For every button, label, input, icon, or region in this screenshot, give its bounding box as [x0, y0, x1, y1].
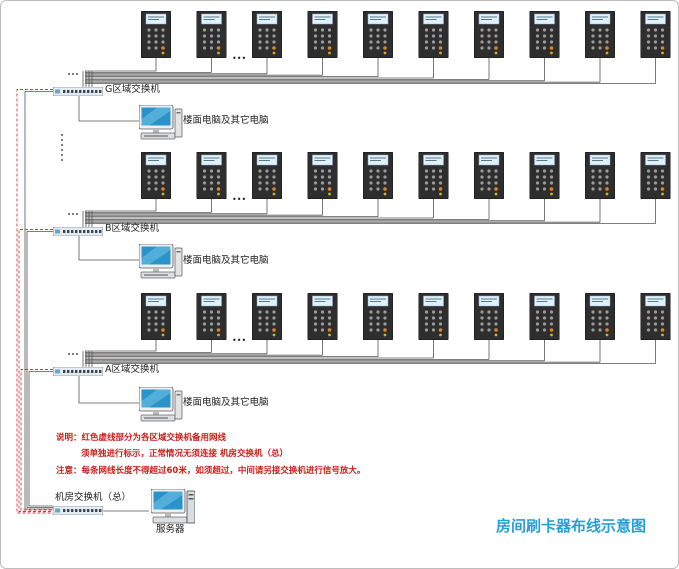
note-attention-label: 注意： [56, 466, 82, 476]
port-dots-g [68, 73, 78, 75]
floor-pc-a [139, 387, 183, 422]
port-dots-a [68, 353, 78, 355]
card-reader-g-6 [474, 11, 504, 58]
pc-label-g: 楼面电脑及其它电脑 [183, 115, 269, 126]
card-reader-g-3 [307, 11, 338, 58]
uplink-cable-a [28, 371, 53, 507]
ellipsis-g: ••• [232, 54, 247, 63]
group-gap-dots [61, 134, 63, 161]
card-reader-g-1 [196, 11, 227, 58]
note-attention: 注意：每条网线长度不得超过60米，如须超过，中间请另接交换机进行信号放大。 [56, 465, 365, 477]
ellipsis-b: ••• [232, 195, 247, 204]
ellipsis-a: ••• [232, 336, 247, 345]
card-reader-g-7 [529, 11, 560, 58]
core-switch-label: 机房交换机（总） [55, 492, 132, 503]
diagram-title: 房间刷卡器布线示意图 [496, 517, 647, 535]
card-reader-a-4 [363, 293, 393, 340]
card-reader-g-2 [252, 11, 282, 58]
uplink-cable-b [26, 231, 53, 508]
card-reader-b-8 [585, 152, 615, 199]
backup-cable-b [18, 229, 53, 512]
card-reader-a-8 [585, 293, 615, 340]
card-reader-b-0 [141, 152, 171, 199]
server [151, 489, 195, 524]
pc-cable-a [78, 376, 141, 404]
note-explain-label: 说明： [56, 433, 82, 443]
card-reader-b-6 [474, 152, 504, 199]
switch-a [53, 367, 103, 376]
note-explain-line2: 须单独进行标示，正常情况无须连接 机房交换机（总） [81, 449, 288, 459]
card-reader-a-3 [307, 293, 338, 340]
card-reader-b-7 [529, 152, 560, 199]
server-label: 服务器 [156, 524, 185, 535]
card-reader-g-9 [640, 11, 671, 58]
card-reader-a-6 [474, 293, 504, 340]
card-reader-b-5 [418, 152, 449, 199]
card-reader-g-8 [585, 11, 615, 58]
card-reader-g-5 [418, 11, 449, 58]
card-reader-a-5 [418, 293, 449, 340]
pc-label-b: 楼面电脑及其它电脑 [183, 255, 269, 266]
floor-pc-b [139, 244, 183, 279]
card-reader-a-9 [640, 293, 671, 340]
pc-cable-g [78, 96, 141, 122]
backup-cable-g [16, 89, 53, 514]
switch-b [53, 227, 103, 236]
switch-g [53, 87, 103, 96]
uplink-cable-g [24, 91, 53, 510]
backup-cable-lines [16, 89, 53, 514]
note-explain-line1: 红色虚线部分为各区域交换机备用网线 [81, 433, 227, 443]
backup-cable-a [20, 369, 53, 511]
card-reader-g-0 [141, 11, 171, 58]
note-attention-text: 每条网线长度不得超过60米，如须超过，中间请另接交换机进行信号放大。 [81, 466, 366, 476]
card-reader-a-2 [252, 293, 282, 340]
card-reader-b-9 [640, 152, 671, 199]
card-reader-b-1 [196, 152, 227, 199]
floor-pc-g [139, 105, 183, 140]
card-reader-b-2 [252, 152, 282, 199]
main-cable-lines [24, 58, 656, 512]
card-reader-a-1 [196, 293, 227, 340]
port-dots-b [68, 213, 78, 215]
switch-label-a: A区域交换机 [105, 364, 159, 375]
card-reader-g-4 [363, 11, 393, 58]
card-reader-b-4 [363, 152, 393, 199]
card-reader-a-7 [529, 293, 560, 340]
pc-label-a: 楼面电脑及其它电脑 [183, 397, 269, 408]
note-explain: 说明：红色虚线部分为各区域交换机备用网线 [56, 432, 226, 444]
device-layer [53, 11, 671, 524]
card-reader-b-3 [307, 152, 338, 199]
switch-label-g: G区域交换机 [105, 84, 160, 95]
pc-cable-b [78, 236, 141, 261]
switch-label-b: B区域交换机 [105, 223, 160, 234]
core-switch [53, 506, 103, 515]
card-reader-a-0 [141, 293, 171, 340]
